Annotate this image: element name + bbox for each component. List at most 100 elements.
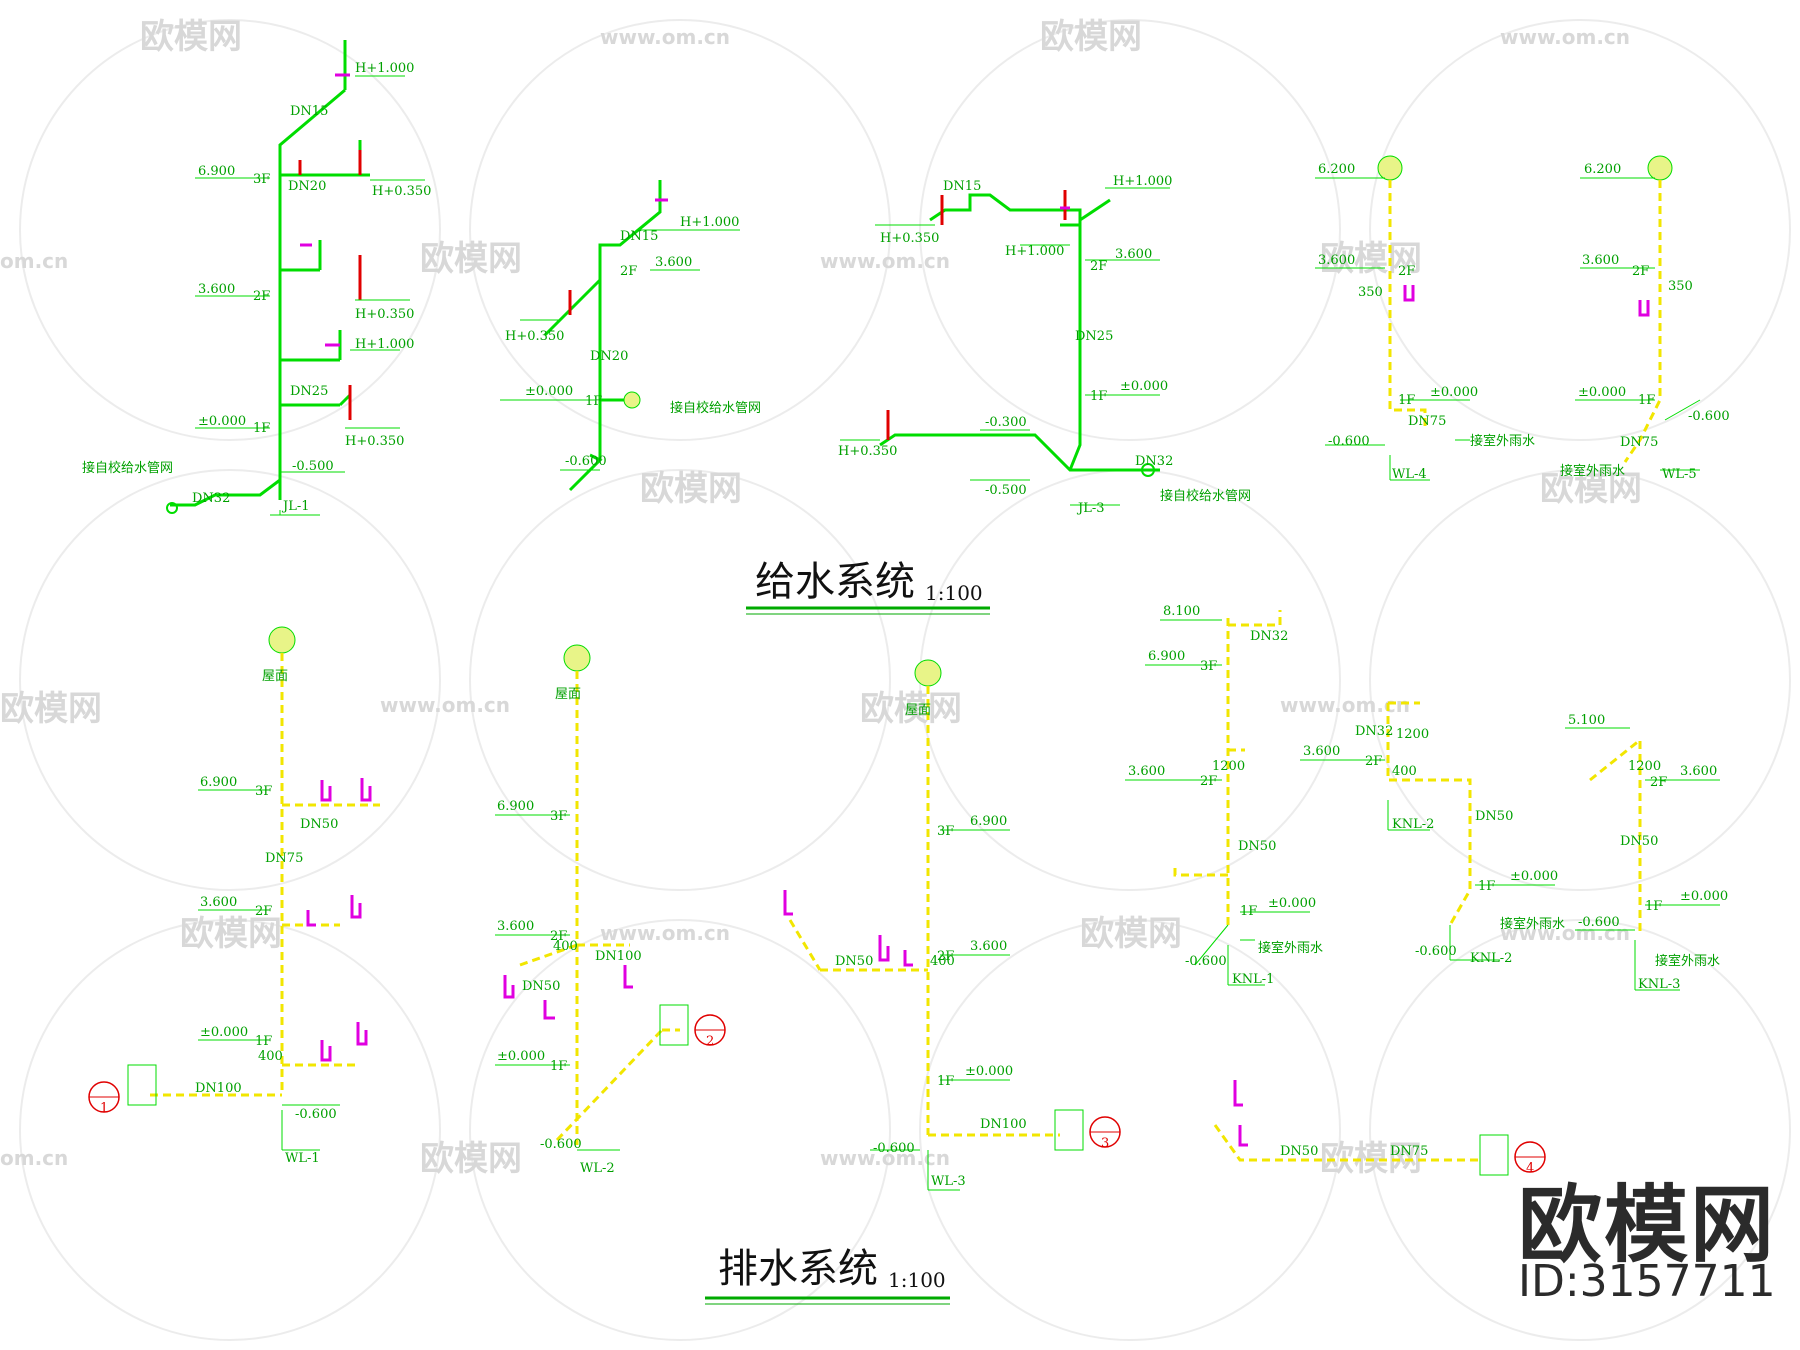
size-label: DN50: [1238, 839, 1276, 854]
level-label: 5.100: [1568, 713, 1605, 728]
floor-label: 1F: [1398, 393, 1415, 408]
size-label: DN32: [192, 491, 230, 506]
floor-label: 2F: [937, 949, 954, 964]
level-label: -0.600: [1185, 954, 1227, 969]
level-label: -0.600: [1688, 409, 1730, 424]
level-label: ±0.000: [198, 414, 246, 429]
connection-note: 接自校给水管网: [82, 460, 173, 476]
level-label: ±0.000: [525, 384, 573, 399]
level-label: ±0.000: [1268, 896, 1316, 911]
dimension-label: 400: [258, 1049, 283, 1064]
drain-scale: 1:100: [888, 1268, 946, 1292]
floor-label: 1F: [253, 421, 270, 436]
drain-title: 排水系统: [718, 1246, 878, 1292]
size-label: DN15: [943, 179, 981, 194]
level-label: 3.600: [1318, 253, 1355, 268]
watermark-brand-text: 欧模网: [0, 689, 102, 729]
floor-label: 3F: [1200, 659, 1217, 674]
height-label: H+0.350: [355, 307, 414, 322]
level-label: -0.600: [1328, 434, 1370, 449]
section-mark-label: 1: [100, 1101, 108, 1116]
pipe-id-label: WL-1: [285, 1151, 320, 1166]
watermark-brand-text: 欧模网: [1540, 469, 1642, 509]
floor-label: 3F: [937, 824, 954, 839]
watermark-site-text: www.om.cn: [1500, 921, 1630, 945]
level-label: -0.300: [985, 415, 1027, 430]
pipe-id-label: WL-4: [1392, 467, 1427, 482]
level-label: 6.200: [1584, 162, 1621, 177]
floor-label: 1F: [1478, 879, 1495, 894]
rain-riser-1: 6.200 3.600 ±0.000 -0.600 2F 1F DN75 350…: [1315, 155, 1535, 482]
supply-title: 给水系统: [755, 559, 915, 605]
watermark-brand-text: 欧模网: [140, 17, 242, 57]
rain-riser-2: 6.200 3.600 ±0.000 -0.600 2F 1F DN75 350…: [1560, 155, 1730, 482]
size-label: DN75: [1408, 414, 1446, 429]
pipe-id-label: KNL-3: [1638, 977, 1680, 992]
height-label: H+1.000: [680, 215, 739, 230]
floor-label: 3F: [253, 172, 270, 187]
floor-label: 1F: [255, 1034, 272, 1049]
level-label: 8.100: [1163, 604, 1200, 619]
size-label: DN50: [1280, 1144, 1318, 1159]
drain-title-block: 排水系统 1:100: [705, 1246, 950, 1305]
drain-branch-wl4: 4 DN50 DN75: [1213, 1080, 1546, 1176]
size-label: DN50: [835, 954, 873, 969]
pipe-id-label: KNL-2: [1470, 951, 1512, 966]
drain-riser-wl1: 1 屋面 6.900 3.600 ±0.000 -0.600 3F 2F 1F …: [88, 626, 380, 1166]
floor-label: 2F: [1632, 264, 1649, 279]
connection-note: 接室外雨水: [1470, 433, 1535, 449]
floor-label: 1F: [1240, 904, 1257, 919]
level-label: ±0.000: [965, 1064, 1013, 1079]
size-label: DN25: [1075, 329, 1113, 344]
dimension-label: 350: [1358, 285, 1383, 300]
level-label: -0.600: [873, 1141, 915, 1156]
supply-riser-jl1: 6.900 3.600 ±0.000 -0.500 3F 2F 1F H+1.0…: [82, 40, 431, 516]
level-label: 3.600: [655, 255, 692, 270]
watermark-brand-text: 欧模网: [1080, 914, 1182, 954]
level-label: 3.600: [1582, 253, 1619, 268]
size-label: DN50: [1475, 809, 1513, 824]
level-label: 3.600: [1115, 247, 1152, 262]
height-label: H+0.350: [505, 329, 564, 344]
watermark-site-text: www.om.cn: [380, 693, 510, 717]
condensate-riser-knl1: 8.100 6.900 3.600 ±0.000 -0.600 3F 2F 1F…: [1125, 604, 1323, 987]
floor-label: 1F: [550, 1059, 567, 1074]
supply-riser-jl2: H+1.000 H+0.350 3.600 ±0.000 -0.600 2F 1…: [500, 180, 761, 492]
floor-label: 2F: [1200, 774, 1217, 789]
floor-label: 1F: [1090, 389, 1107, 404]
level-label: 3.600: [198, 282, 235, 297]
connection-note: 接室外雨水: [1500, 916, 1565, 932]
watermark-site-text: om.cn: [0, 249, 68, 273]
floor-label: 3F: [550, 809, 567, 824]
dimension-label: 1200: [1212, 759, 1245, 774]
size-label: DN50: [1620, 834, 1658, 849]
level-label: 3.600: [497, 919, 534, 934]
floor-label: 2F: [550, 929, 567, 944]
pipe-id-label: JL-1: [281, 499, 310, 514]
height-label: H+1.000: [1113, 174, 1172, 189]
floor-label: 2F: [253, 289, 270, 304]
level-label: -0.600: [1578, 915, 1620, 930]
watermark-brand: 欧模网: [1518, 1176, 1777, 1274]
level-label: -0.600: [540, 1137, 582, 1152]
level-label: -0.500: [292, 459, 334, 474]
floor-label: 1F: [1638, 393, 1655, 408]
size-label: DN20: [288, 179, 326, 194]
size-label: DN50: [522, 979, 560, 994]
watermark-texts: 欧模网 www.om.cn 欧模网 www.om.cn 欧模网 www.om.c…: [0, 17, 1642, 1179]
size-label: DN32: [1135, 454, 1173, 469]
floor-label: 2F: [1398, 264, 1415, 279]
level-label: ±0.000: [497, 1049, 545, 1064]
watermark-site-text: www.om.cn: [820, 249, 950, 273]
roof-label: 屋面: [555, 687, 581, 702]
size-label: DN100: [980, 1117, 1027, 1132]
watermark-id: ID:3157711: [1518, 1256, 1776, 1307]
size-label: DN100: [595, 949, 642, 964]
height-label: H+0.350: [345, 434, 404, 449]
supply-riser-jl3: H+1.000 H+1.000 H+0.350 H+0.350 3.600 ±0…: [838, 174, 1251, 516]
pipe-id-label: WL-5: [1662, 467, 1697, 482]
size-label: DN75: [1620, 435, 1658, 450]
connection-note: 接自校给水管网: [1160, 488, 1251, 504]
level-label: ±0.000: [1578, 385, 1626, 400]
watermark-brand-text: 欧模网: [420, 1139, 522, 1179]
